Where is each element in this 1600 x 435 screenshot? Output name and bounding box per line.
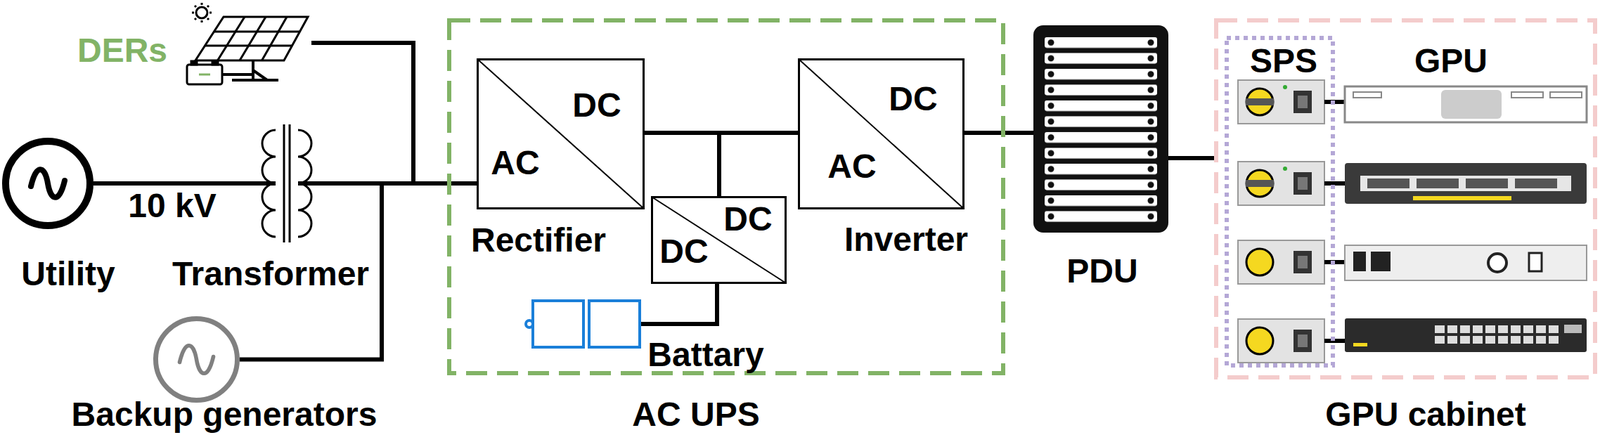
power-supplies: [1237, 80, 1345, 363]
utility-source: Utility: [2, 137, 94, 230]
panel-grid: [205, 16, 301, 61]
node-text: AC UPS: [631, 397, 760, 432]
node-text: Transformer: [172, 257, 370, 292]
node-text: Battary: [647, 338, 764, 372]
converter-box: [478, 59, 644, 209]
source-circle: [5, 141, 90, 226]
power-wire: [641, 284, 718, 325]
node-text: DC: [723, 202, 772, 237]
node-text: GPU cabinet: [1325, 397, 1526, 432]
power-wire: [93, 181, 251, 186]
power-wire: [1168, 156, 1215, 161]
ups-group: ACDCRectifierDCDCBattaryDCACInverterAC U…: [447, 18, 1006, 376]
source-circle: [156, 319, 238, 401]
converter-diagonal: [478, 59, 644, 209]
converter-box: [799, 59, 964, 209]
inverter-box: DCACInverter: [797, 58, 965, 210]
node-text: Utility: [21, 257, 115, 292]
panel-stand: [222, 60, 279, 81]
battery-terminal: [212, 61, 218, 65]
converter-diagonal: [652, 197, 786, 284]
gpu-server: [1344, 86, 1587, 123]
charge-mark: [198, 73, 211, 76]
group-border: [1216, 20, 1596, 378]
transformer: Transformer: [250, 124, 331, 243]
node-text: SPS: [1249, 44, 1318, 79]
sps-group-outline: [1224, 35, 1335, 368]
node-text: Backup generators: [71, 397, 378, 432]
power-wire: [311, 42, 477, 184]
storage-node: [1344, 245, 1587, 281]
converter-box: [652, 197, 786, 284]
der-icon: [186, 2, 308, 85]
sun: [196, 7, 208, 19]
node-text: Inverter: [844, 222, 969, 257]
psu: [1237, 319, 1325, 363]
battery: Battary: [525, 300, 642, 348]
power-wire: [964, 130, 1034, 135]
converter-diagonal: [799, 59, 964, 209]
node-text: Rectifier: [471, 223, 606, 258]
backup-generator-outline: [153, 316, 240, 403]
device-heading: GPU: [1414, 44, 1488, 79]
backup-generator: Backup generators: [153, 316, 240, 403]
rectifier-box: ACDCRectifier: [476, 58, 645, 210]
psu: [1237, 240, 1325, 285]
sun-rays: [191, 2, 212, 23]
node-text: DERs: [77, 33, 168, 68]
ac-wave: [179, 345, 214, 374]
solar-panel: [195, 16, 308, 61]
voltage-label: 10 kV: [125, 189, 219, 223]
psu: [1237, 80, 1325, 124]
utility-source-outline: [2, 137, 94, 230]
sps-group: SPS: [1224, 35, 1335, 368]
node-text: AC: [490, 146, 540, 180]
battery-terminal: [191, 61, 197, 65]
psu: [1237, 161, 1325, 206]
node-text: DC: [888, 82, 938, 116]
network-switch: [1344, 318, 1587, 353]
ac-wave: [30, 169, 65, 198]
node-text: AC: [827, 149, 876, 184]
power-wire: [644, 132, 720, 197]
node-text: DC: [659, 234, 708, 269]
dcdc-box: DC DC: [650, 196, 787, 285]
transformer-symbol: [250, 124, 331, 243]
rectifier-box-outline: [476, 58, 645, 210]
pdu-rack: [1033, 25, 1169, 233]
pdu: PDU: [1033, 25, 1169, 233]
gpu-cabinet: SPSGPU cabinet: [1214, 18, 1598, 380]
battery-symbol: [525, 300, 640, 348]
group-border: [1226, 37, 1333, 366]
der-source: DERs: [183, 1, 312, 86]
der-battery: [186, 64, 223, 85]
gpu-node: [1344, 163, 1587, 204]
inverter-box-outline: [797, 58, 965, 210]
group-border: [449, 20, 1004, 374]
node-text: DC: [572, 88, 621, 123]
node-text: PDU: [1066, 254, 1138, 289]
